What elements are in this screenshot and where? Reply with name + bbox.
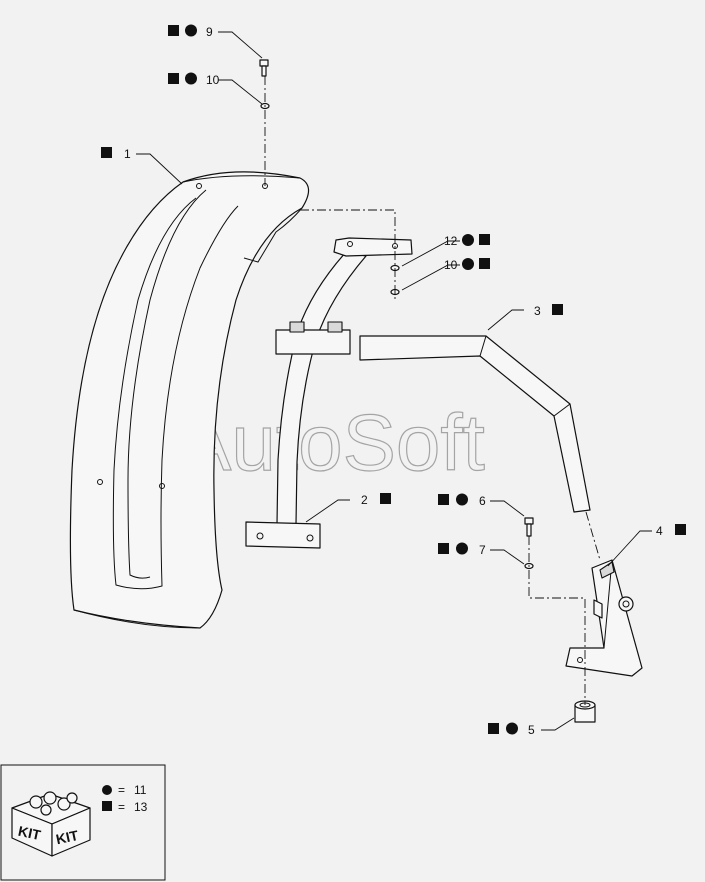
square-symbol-icon — [552, 304, 563, 315]
callout-labels: 9 10 1 12 10 3 2 6 7 4 5 — [124, 25, 663, 737]
square-symbol-icon — [479, 258, 490, 269]
square-symbol-icon — [488, 723, 499, 734]
bolt-part-6 — [524, 517, 534, 537]
callout-number: 6 — [479, 494, 486, 508]
circle-symbol-icon — [506, 722, 518, 735]
callout-number: 12 — [444, 234, 458, 248]
kit-legend: KIT KIT = 11 = 13 — [0, 764, 166, 881]
square-symbol-icon — [102, 801, 112, 811]
callout-number: 4 — [656, 524, 663, 538]
square-symbol-icon — [101, 147, 112, 158]
square-symbol-icon — [479, 234, 490, 245]
callout-number: 9 — [206, 25, 213, 39]
kit-label-left: KIT — [17, 823, 43, 843]
callout-number: 1 — [124, 147, 131, 161]
circle-symbol-icon — [462, 234, 474, 246]
callout-number: 10 — [444, 258, 458, 272]
arm-part-3 — [359, 335, 591, 513]
callout-number: 10 — [206, 73, 220, 87]
spacer-part-5 — [574, 700, 596, 723]
watermark-text: AutoSoft — [178, 398, 485, 487]
circle-symbol-icon — [456, 542, 468, 555]
bracket-part-4 — [565, 559, 643, 677]
kit-legend-value: 13 — [134, 800, 148, 814]
circle-symbol-icon — [102, 785, 112, 795]
square-symbol-icon — [438, 543, 449, 554]
circle-symbol-icon — [185, 24, 197, 37]
callout-leaders — [136, 31, 652, 731]
callout-number: 5 — [528, 723, 535, 737]
kit-legend-value: 11 — [134, 783, 147, 797]
square-symbol-icon — [168, 25, 179, 36]
callout-number: 2 — [361, 493, 368, 507]
kit-legend-eq: = — [118, 800, 125, 814]
callout-symbols — [101, 24, 686, 735]
kit-legend-eq: = — [118, 783, 125, 797]
circle-symbol-icon — [456, 493, 468, 506]
bolt-part-8 — [259, 59, 269, 77]
square-symbol-icon — [168, 73, 179, 84]
circle-symbol-icon — [185, 72, 197, 85]
square-symbol-icon — [380, 493, 391, 504]
bracket-part-2 — [245, 237, 413, 549]
callout-number: 3 — [534, 304, 541, 318]
circle-symbol-icon — [462, 258, 474, 270]
square-symbol-icon — [438, 494, 449, 505]
assembly-centerlines — [264, 76, 601, 705]
fender-part-1 — [69, 171, 310, 629]
kit-label-right: KIT — [54, 827, 80, 847]
kit-box-icon: KIT KIT — [11, 791, 91, 857]
callout-number: 7 — [479, 543, 486, 557]
square-symbol-icon — [675, 524, 686, 535]
